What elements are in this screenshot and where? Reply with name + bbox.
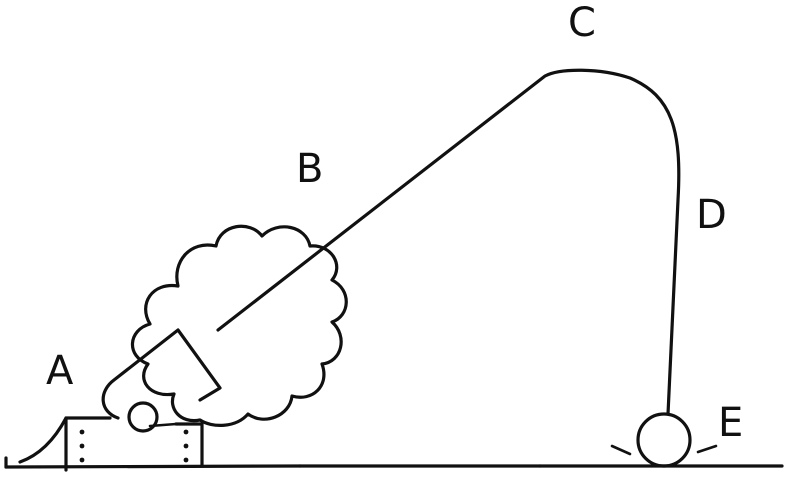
label-a: A [46, 348, 74, 394]
base-rivets [79, 429, 189, 463]
label-b: B [296, 146, 323, 192]
cannon-base [64, 416, 204, 472]
cannon-barrel [101, 328, 222, 420]
ball-at-e [636, 412, 692, 468]
label-c: C [568, 0, 596, 46]
cannon-wheel [127, 401, 159, 433]
label-d: D [696, 192, 727, 238]
trajectory-path [216, 68, 681, 416]
impact-marks [610, 444, 718, 456]
ramp-curve [18, 416, 68, 464]
label-e: E [718, 400, 743, 446]
